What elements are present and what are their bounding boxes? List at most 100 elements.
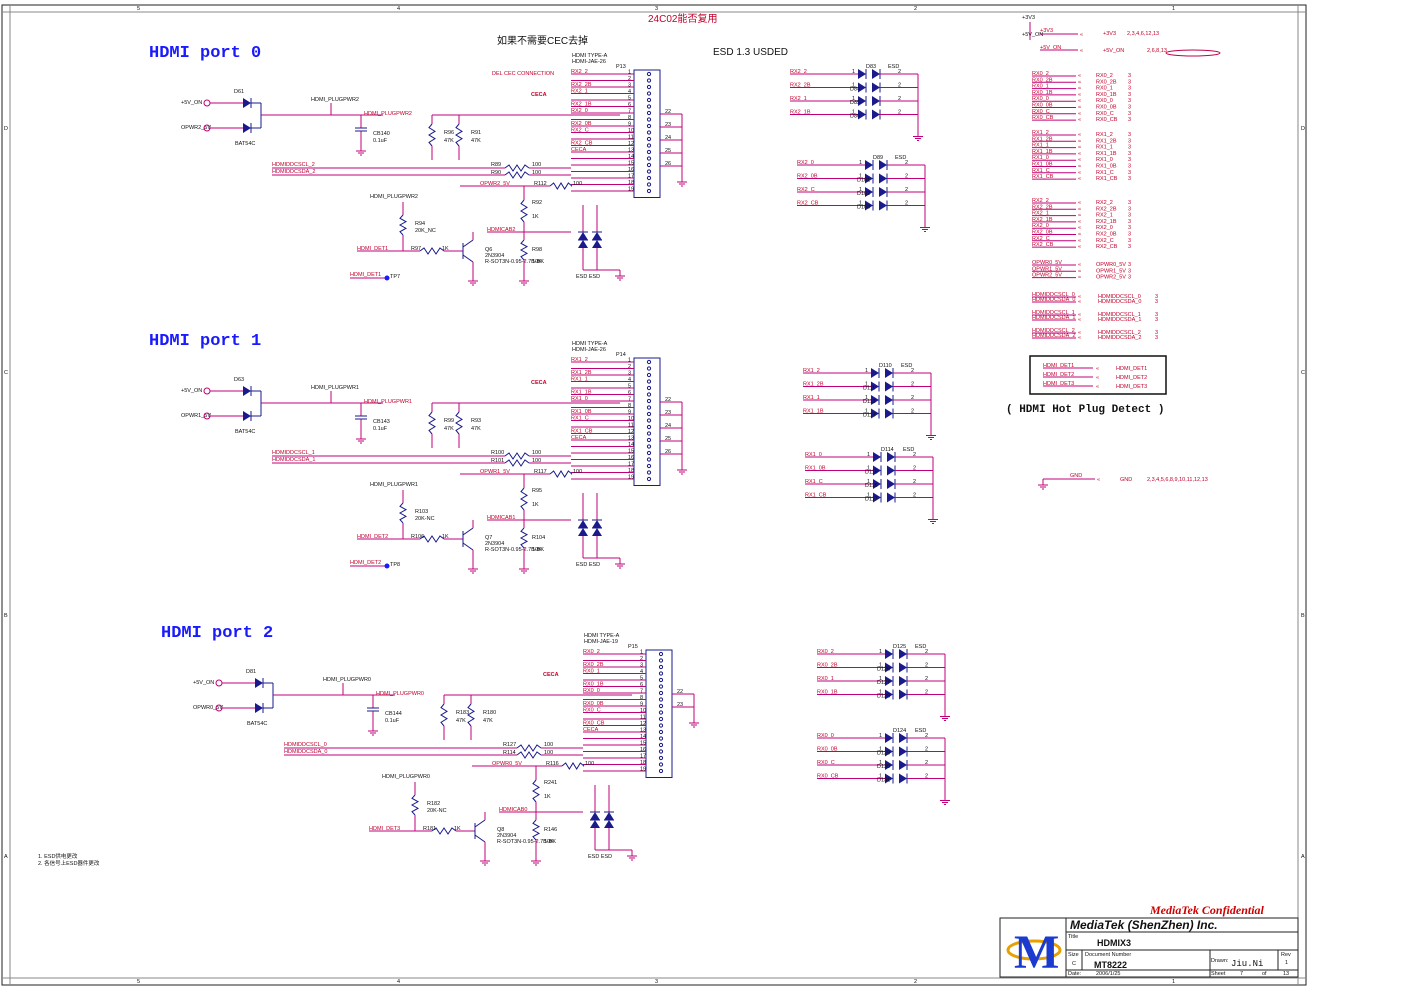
esd-pin: 2 xyxy=(905,174,908,180)
offpage-page: 3 xyxy=(1128,219,1131,225)
offpage-arrow: « xyxy=(1078,176,1081,182)
diode-symbol xyxy=(858,82,866,93)
plugpwr-label: HDMI_PLUGPWR1 xyxy=(370,482,418,488)
connector-pin-net: RX1_2B xyxy=(571,370,592,376)
resistor-value: 20K-NC xyxy=(427,808,447,814)
esd-ref: D113 xyxy=(863,413,876,419)
connector-pin-dot xyxy=(646,78,652,83)
opwr-net: OPWR2_5V xyxy=(480,181,510,187)
port-title: HDMI port 0 xyxy=(149,44,261,63)
connector-pin-number: 2 xyxy=(640,656,643,662)
docnum-label: Document Number xyxy=(1085,952,1131,958)
hot-plug-caption: ( HDMI Hot Plug Detect ) xyxy=(1006,404,1164,416)
note-24c02: 24C02能否复用 xyxy=(648,12,717,25)
offpage-arrow: « xyxy=(1078,200,1081,206)
offpage-net: RX0_0 xyxy=(1032,96,1049,102)
esd-pin: 2 xyxy=(913,452,916,458)
diode-ref: D63 xyxy=(234,377,244,383)
resistor-symbol xyxy=(504,164,530,172)
offpage-page: 3 xyxy=(1128,232,1131,238)
offpage-net-ref: RX1_C xyxy=(1096,170,1114,176)
offpage-net-ref: RX2_0B xyxy=(1096,232,1117,238)
border-col-mark-bottom: 1 xyxy=(1172,979,1175,985)
connector-pin-dot xyxy=(646,470,652,475)
offpage-net-ref: OPWR1_5V xyxy=(1096,268,1126,274)
resistor-value: 10K xyxy=(532,259,542,265)
plugpwr-label: HDMI_PLUGPWR0 xyxy=(382,774,430,780)
resistor-value: 100 xyxy=(573,181,582,187)
connector-pin-net: CECA xyxy=(583,727,599,733)
sheet-border xyxy=(1,4,1307,986)
resistor-symbol xyxy=(440,703,448,727)
connector-pin-dot xyxy=(658,671,664,676)
esd-ref: D89 xyxy=(873,155,883,161)
resistor-value: 47K xyxy=(444,426,454,432)
esd-net-label: RX2_C xyxy=(797,187,815,193)
diode-symbol xyxy=(887,479,895,489)
diode-symbol xyxy=(578,232,588,240)
connector-part-label: HDMI-JAE-26 xyxy=(572,59,606,65)
resistor-value: 10K xyxy=(532,547,542,553)
connector-pin-dot xyxy=(646,71,652,77)
offpage-page: 3 xyxy=(1128,262,1131,268)
wire xyxy=(474,819,486,828)
offpage-page: 3 xyxy=(1155,294,1158,300)
border-row-mark-right: D xyxy=(1301,126,1305,132)
esd-pin: 2 xyxy=(913,479,916,485)
resistor-ref: R104 xyxy=(532,535,545,541)
diode-symbol xyxy=(885,773,893,784)
shield-pin-number: 25 xyxy=(665,436,671,442)
cap-ref: CB140 xyxy=(373,131,390,137)
offpage-net: RX1_1 xyxy=(1032,143,1049,149)
connector-pin-number: 18 xyxy=(640,760,646,766)
diode-input-label: OPWR0_5V xyxy=(193,705,223,711)
esd-pin: 1 xyxy=(859,187,862,193)
resistor-symbol xyxy=(455,123,463,147)
offpage-page: 3 xyxy=(1128,86,1131,92)
offpage-net-ref: HDMIDDCSCL_1 xyxy=(1098,312,1141,318)
connector-pin-dot xyxy=(658,755,664,761)
esd-ref: D130 xyxy=(877,764,890,770)
diode-symbol xyxy=(858,69,866,79)
ground-symbol xyxy=(689,717,699,728)
connector-body xyxy=(633,69,661,198)
esd-pin: 2 xyxy=(898,83,901,89)
connector-ref: P13 xyxy=(616,64,626,70)
border-col-mark-bottom: 3 xyxy=(655,979,658,985)
offpage-net-ref: RX2_2 xyxy=(1096,200,1113,206)
connector-pin-net: RX2_CB xyxy=(571,141,593,147)
power-net: +3V3 xyxy=(1022,15,1035,21)
esd-pin: 2 xyxy=(898,96,901,102)
esd-net-label: RX1_C xyxy=(805,479,823,485)
power-net: +5V_ON xyxy=(1022,32,1043,38)
connector-pin-number: 16 xyxy=(628,455,634,461)
offpage-arrow: « xyxy=(1080,48,1083,54)
diode-symbol xyxy=(592,232,602,240)
connector-pin-net: RX1_1 xyxy=(571,377,588,383)
esd-pin: 1 xyxy=(865,409,868,415)
resistor-symbol xyxy=(532,779,540,803)
connector-pin-net: RX2_1 xyxy=(571,89,588,95)
offpage-net-ref: RX0_0B xyxy=(1096,105,1117,111)
wire xyxy=(474,834,486,843)
diode-symbol xyxy=(578,240,588,248)
offpage-arrow: « xyxy=(1096,384,1099,390)
diode-symbol xyxy=(255,703,263,713)
resistor-value: 100 xyxy=(544,750,553,756)
connector-pin-number: 7 xyxy=(628,109,631,115)
offpage-net: HDMIDDCSDA_2 xyxy=(1032,333,1075,339)
diode-symbol xyxy=(899,746,907,757)
connector-pin-number: 6 xyxy=(640,682,643,688)
diode-symbol xyxy=(887,465,895,476)
offpage-arrow: « xyxy=(1078,132,1081,138)
offpage-net: RX0_2 xyxy=(1032,71,1049,77)
connector-pin-dot xyxy=(658,716,664,722)
offpage-arrow: « xyxy=(1080,32,1083,38)
diode-symbol xyxy=(858,109,866,120)
det-offpage: HDMI_DET2 xyxy=(1116,375,1147,381)
diode-input-label: +5V_ON xyxy=(193,680,214,686)
offpage-net-ref: RX2_C xyxy=(1096,238,1114,244)
